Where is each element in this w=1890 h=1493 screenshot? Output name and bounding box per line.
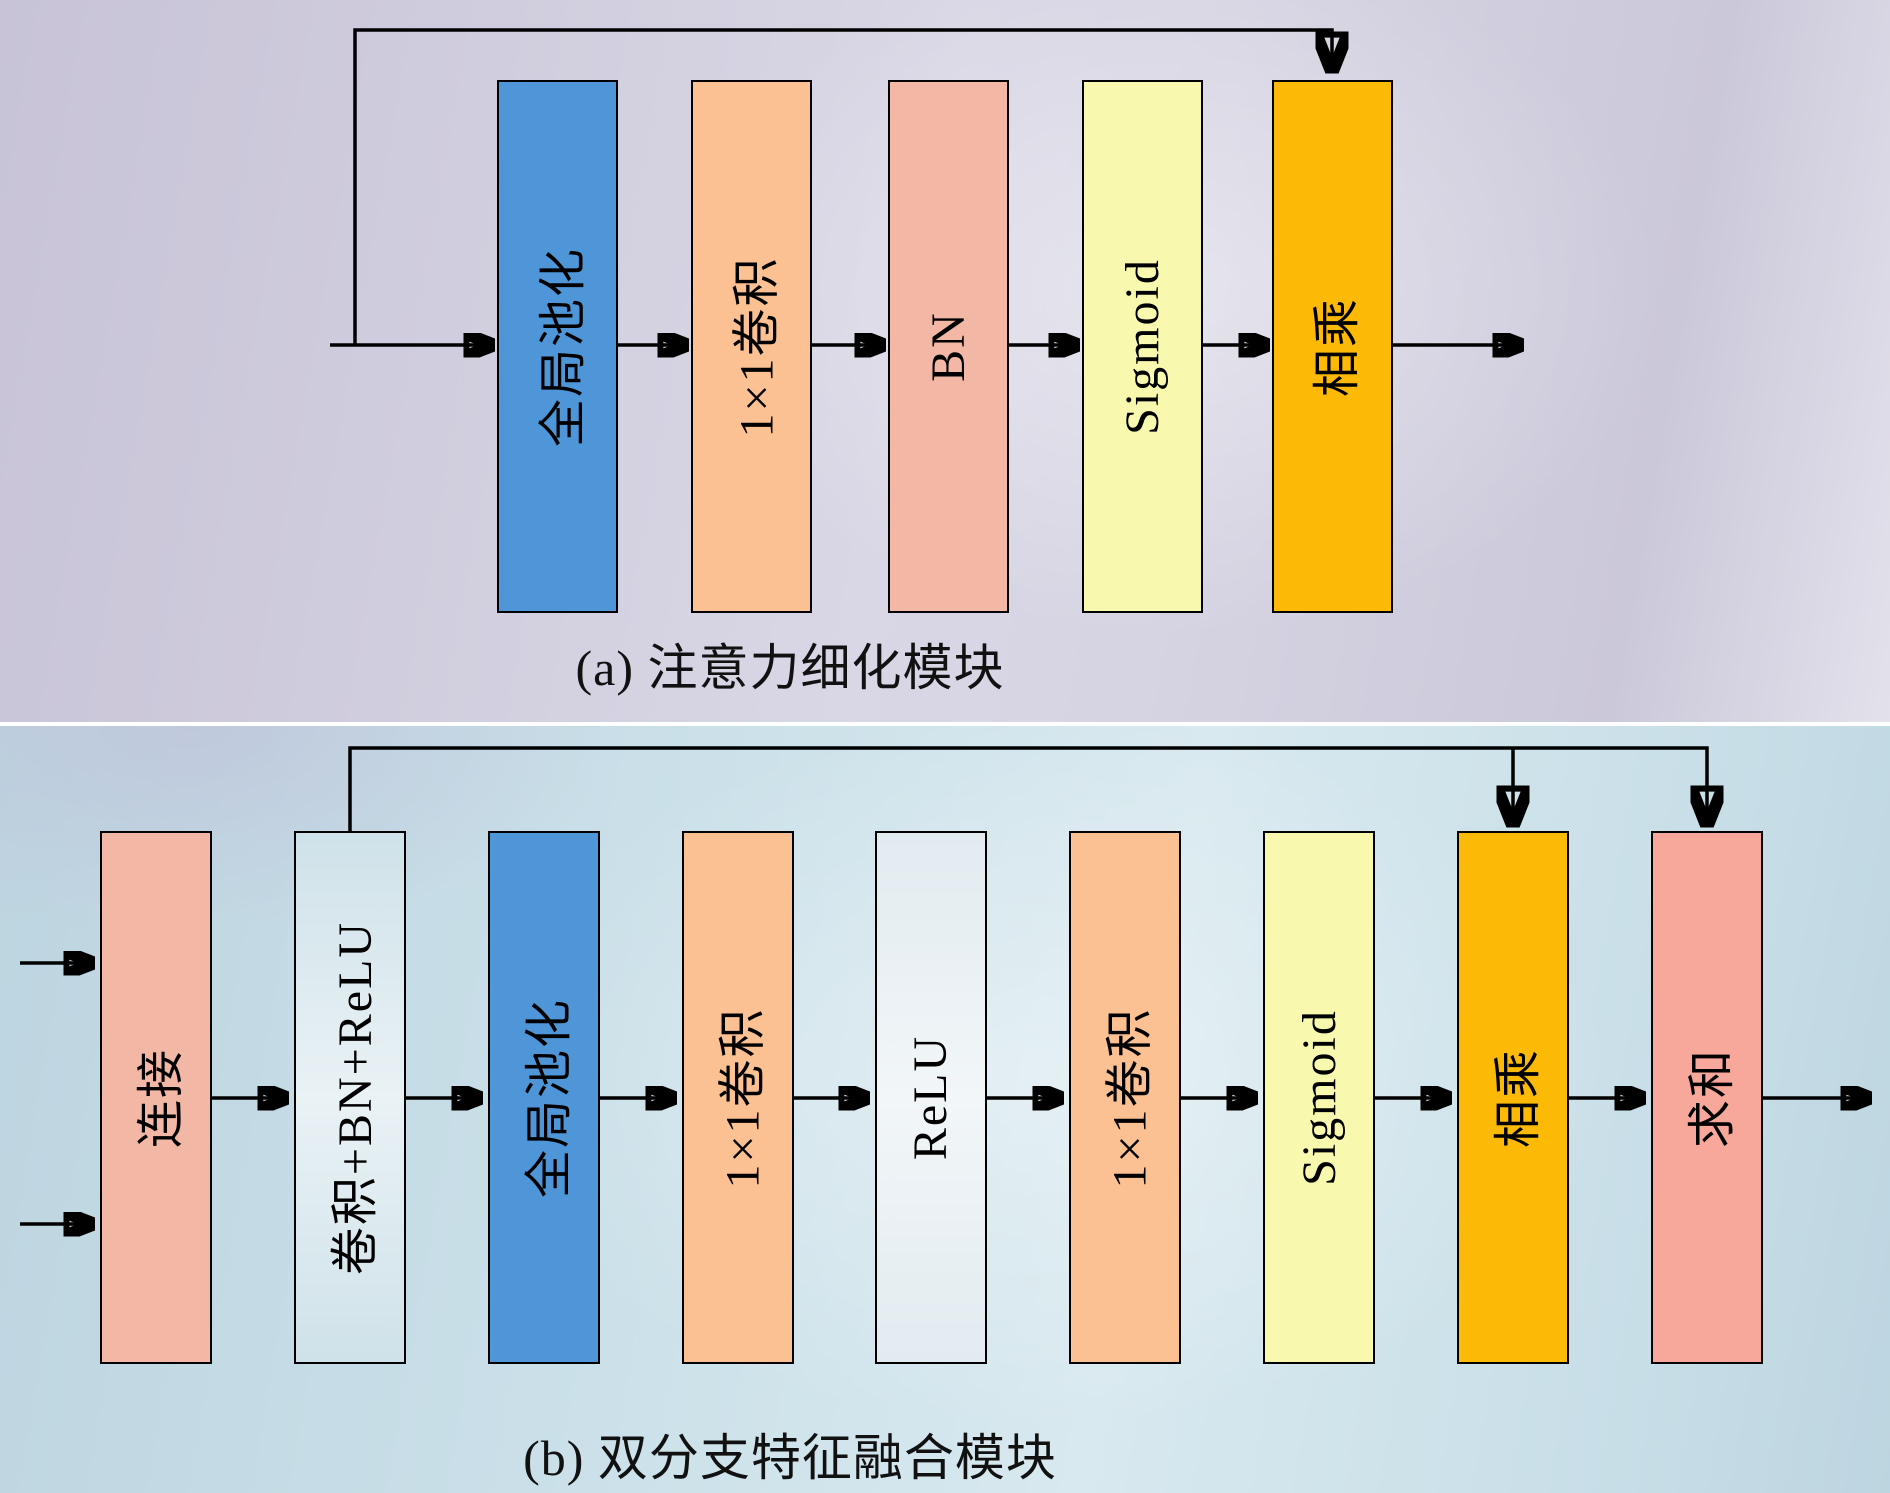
block-conv-1x1-second-b: 1×1卷积 — [1069, 831, 1181, 1364]
block-sigmoid-b: Sigmoid — [1263, 831, 1375, 1364]
block-label: 1×1卷积 — [717, 1006, 771, 1189]
block-label: 全局池化 — [536, 246, 590, 447]
block-label: Sigmoid — [1116, 258, 1170, 435]
block-label: 连接 — [134, 1047, 188, 1148]
block-label: 1×1卷积 — [1104, 1006, 1158, 1189]
block-conv-1x1-a: 1×1卷积 — [691, 80, 812, 613]
block-concat-b: 连接 — [100, 831, 212, 1364]
caption-panel-b: (b) 双分支特征融合模块 — [523, 1430, 1057, 1486]
caption-panel-a: (a) 注意力细化模块 — [575, 640, 1005, 696]
block-label: 相乘 — [1491, 1047, 1545, 1148]
block-label: 求和 — [1685, 1047, 1739, 1148]
panel-dual-branch-fusion: 连接 卷积+BN+ReLU 全局池化 1×1卷积 ReLU 1×1卷积 Sigm… — [0, 726, 1890, 1493]
block-label: 卷积+BN+ReLU — [329, 920, 383, 1275]
block-relu-b: ReLU — [875, 831, 987, 1364]
block-label: BN — [922, 311, 975, 382]
block-batch-norm-a: BN — [888, 80, 1009, 613]
block-conv-bn-relu-b: 卷积+BN+ReLU — [294, 831, 406, 1364]
arrow-skip-to-sum-b — [348, 746, 1707, 831]
block-multiply-a: 相乘 — [1272, 80, 1393, 613]
block-conv-1x1-first-b: 1×1卷积 — [682, 831, 794, 1364]
block-label: 1×1卷积 — [730, 255, 784, 438]
block-label: 相乘 — [1311, 296, 1365, 397]
panel-attention-refinement: 全局池化 1×1卷积 BN Sigmoid 相乘 (a) 注意力细化模块 — [0, 0, 1890, 722]
block-label: Sigmoid — [1292, 1009, 1346, 1186]
block-label: ReLU — [904, 1034, 958, 1161]
block-label: 全局池化 — [523, 997, 577, 1198]
block-sigmoid-a: Sigmoid — [1082, 80, 1203, 613]
block-global-pooling-a: 全局池化 — [497, 80, 618, 613]
block-sum-b: 求和 — [1651, 831, 1763, 1364]
block-global-pooling-b: 全局池化 — [488, 831, 600, 1364]
block-multiply-b: 相乘 — [1457, 831, 1569, 1364]
